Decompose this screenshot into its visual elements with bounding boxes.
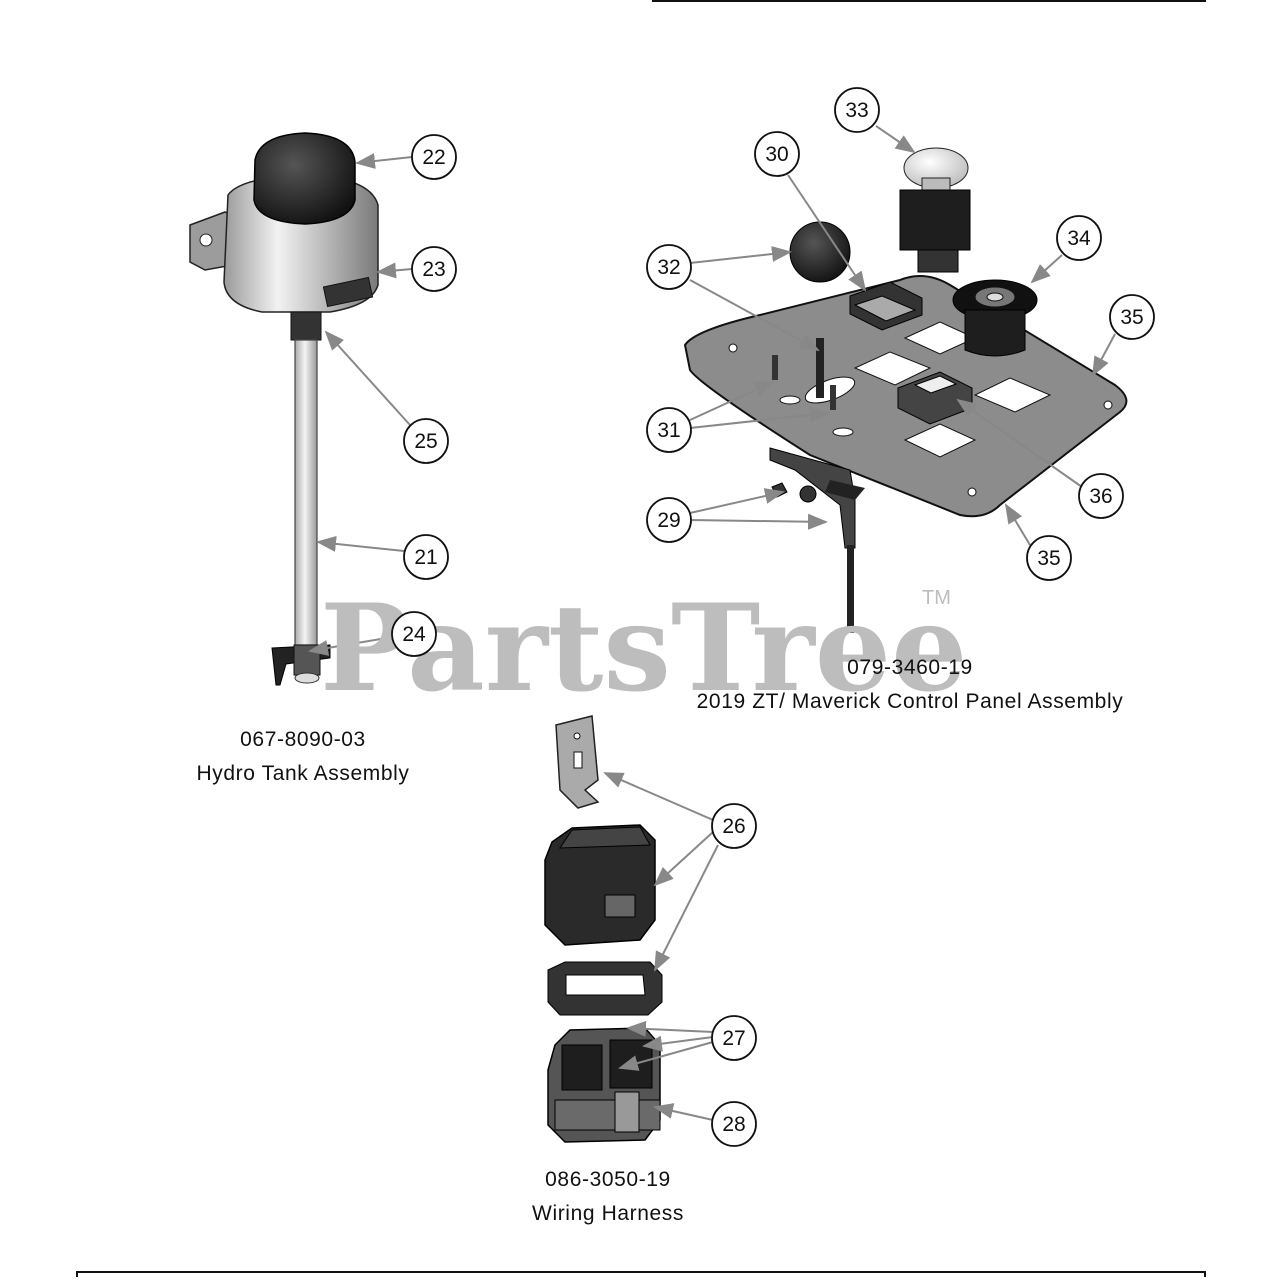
callout-label: 35 xyxy=(1120,306,1143,329)
callout-36[interactable]: 36 xyxy=(1078,473,1124,519)
callout-27[interactable]: 27 xyxy=(711,1015,757,1061)
callout-32[interactable]: 32 xyxy=(646,244,692,290)
control-panel-part-number: 079-3460-19 xyxy=(847,656,973,679)
callout-label: 27 xyxy=(722,1027,745,1050)
callout-21[interactable]: 21 xyxy=(403,534,449,580)
callout-label: 36 xyxy=(1089,485,1112,508)
callout-30[interactable]: 30 xyxy=(754,131,800,177)
hydro-tank-part-number: 067-8090-03 xyxy=(240,728,366,751)
callout-25[interactable]: 25 xyxy=(403,418,449,464)
control-panel-name: 2019 ZT/ Maverick Control Panel Assembly xyxy=(696,690,1124,713)
callout-label: 22 xyxy=(422,146,445,169)
callout-label: 31 xyxy=(657,419,680,442)
wiring-harness-name: Wiring Harness xyxy=(532,1202,684,1225)
callout-29[interactable]: 29 xyxy=(646,497,692,543)
callout-label: 34 xyxy=(1067,227,1091,250)
callout-35-bottom[interactable]: 35 xyxy=(1026,535,1072,581)
callout-22[interactable]: 22 xyxy=(411,134,457,180)
callout-35-top[interactable]: 35 xyxy=(1109,294,1155,340)
callout-label: 33 xyxy=(845,99,868,122)
leader-lines xyxy=(308,125,1116,1121)
callout-label: 32 xyxy=(657,256,680,279)
callout-28[interactable]: 28 xyxy=(711,1101,757,1147)
wiring-harness-drawing xyxy=(544,715,663,1143)
callout-26[interactable]: 26 xyxy=(711,803,757,849)
callout-label: 29 xyxy=(657,509,680,532)
callout-23[interactable]: 23 xyxy=(411,246,457,292)
callout-label: 26 xyxy=(722,815,745,838)
callout-label: 25 xyxy=(414,430,437,453)
wiring-harness-part-number: 086-3050-19 xyxy=(545,1168,671,1191)
bottom-frame xyxy=(76,1271,1206,1282)
callout-33[interactable]: 33 xyxy=(834,87,880,133)
callout-label: 21 xyxy=(414,546,437,569)
hydro-tank-name: Hydro Tank Assembly xyxy=(196,762,410,785)
callout-bubbles: 22 23 25 21 24 33 30 34 32 35 31 36 29 3… xyxy=(391,87,1155,1147)
callout-label: 28 xyxy=(722,1113,745,1136)
callout-31[interactable]: 31 xyxy=(646,407,692,453)
callout-24[interactable]: 24 xyxy=(391,611,437,657)
watermark-tm: TM xyxy=(922,587,951,609)
callout-34[interactable]: 34 xyxy=(1056,215,1102,261)
control-panel-drawing xyxy=(683,147,1128,633)
callout-label: 30 xyxy=(765,143,788,166)
callout-label: 35 xyxy=(1037,547,1060,570)
callout-label: 24 xyxy=(402,623,426,646)
callout-label: 23 xyxy=(422,258,445,281)
